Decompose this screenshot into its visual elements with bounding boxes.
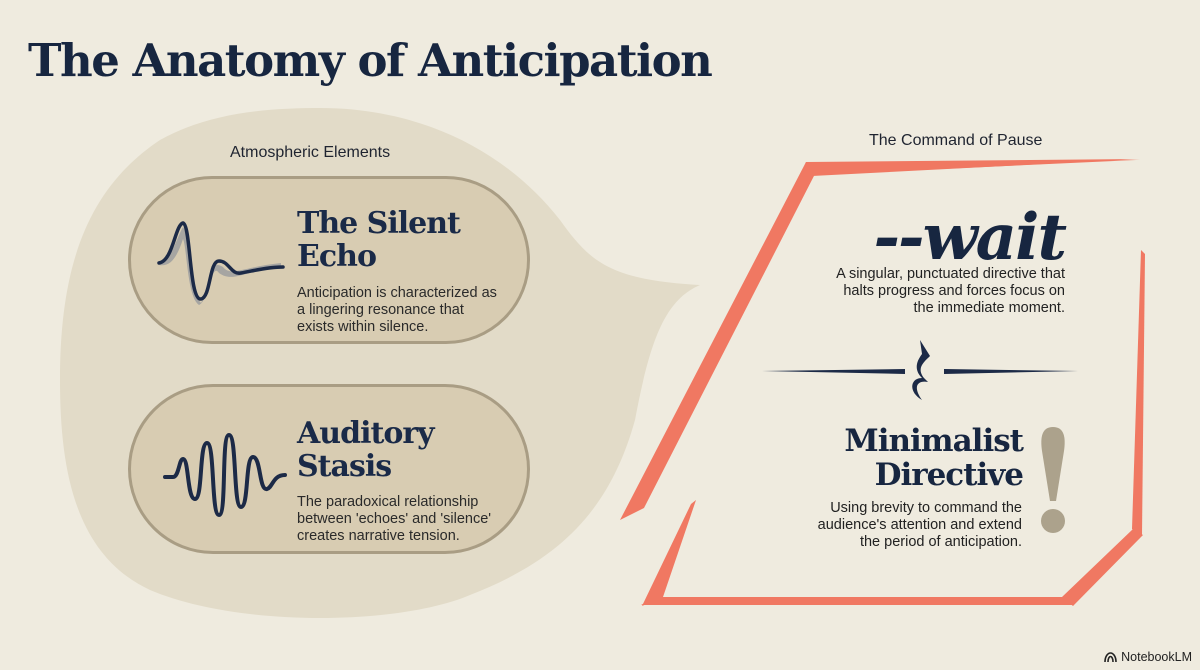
card-heading: The Silent Echo <box>297 206 461 274</box>
page-title: The Anatomy of Anticipation <box>28 34 713 87</box>
frame-bottom-edge <box>641 597 1073 605</box>
minimalist-directive-description: Using brevity to command the audience's … <box>817 500 1022 550</box>
frame-top-edge <box>801 159 1140 176</box>
card-body: The paradoxical relationship between 'ec… <box>297 494 492 544</box>
brand-watermark: NotebookLM <box>1104 650 1192 664</box>
rest-divider <box>762 340 1078 400</box>
atmospheric-elements-label: Atmospheric Elements <box>230 144 391 161</box>
frame-right-edge <box>1132 250 1145 535</box>
card-auditory-stasis: Auditory Stasis The paradoxical relation… <box>128 384 530 554</box>
wait-description: A singular, punctuated directive that ha… <box>836 266 1065 316</box>
wait-directive: --wait <box>873 200 1067 275</box>
frame-bottom-right-edge <box>1062 529 1143 606</box>
card-heading: Auditory Stasis <box>297 416 435 484</box>
sound-wave-icon <box>163 433 287 517</box>
command-of-pause-label: The Command of Pause <box>869 132 1043 149</box>
card-body: Anticipation is characterized as a linge… <box>297 285 497 335</box>
frame-left-edge <box>620 162 817 520</box>
frame-bottom-left-edge <box>642 500 696 606</box>
exclamation-icon <box>1041 427 1065 533</box>
minimalist-directive-heading: Minimalist Directive <box>844 423 1024 493</box>
decaying-wave-icon <box>157 221 285 305</box>
quarter-rest-icon <box>912 340 930 400</box>
notebooklm-logo-icon <box>1104 651 1117 662</box>
card-silent-echo: The Silent Echo Anticipation is characte… <box>128 176 530 344</box>
brand-label: NotebookLM <box>1121 650 1192 664</box>
